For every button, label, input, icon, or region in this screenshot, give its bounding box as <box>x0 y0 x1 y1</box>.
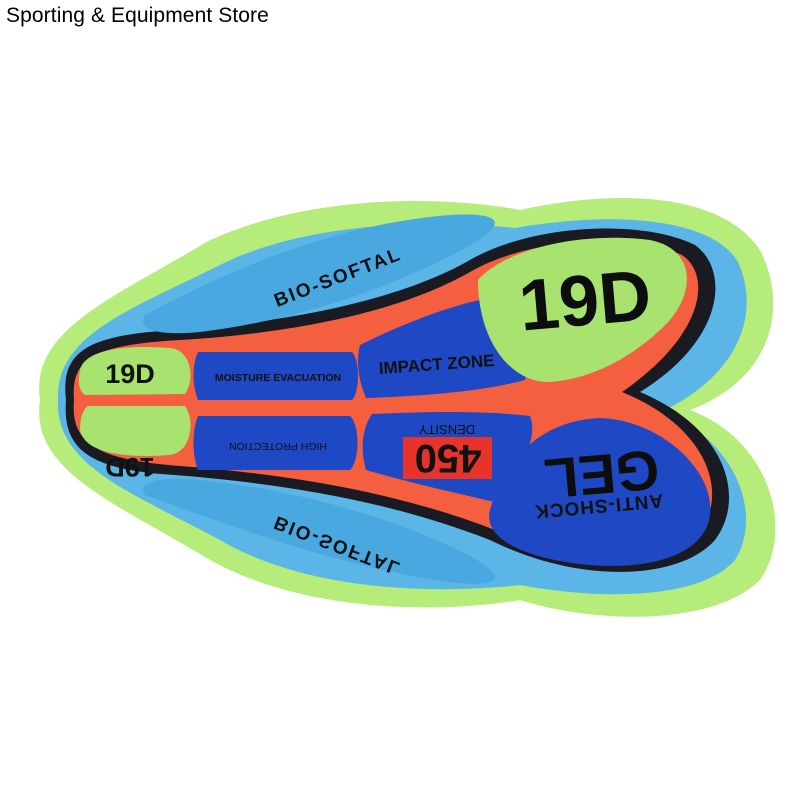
high-protection-label: HIGH PROTECTION <box>229 440 327 452</box>
gel-label: GEL <box>542 438 662 511</box>
moisture-label: MOISTURE EVACUATION <box>215 372 341 384</box>
impact-zone-panel <box>358 298 526 398</box>
gel-pad <box>489 418 711 566</box>
store-name: Sporting & Equipment Store <box>6 4 269 27</box>
bio-softal-bottom-zone <box>142 478 495 584</box>
density-value: 450 <box>415 436 482 480</box>
left-top-19d-label: 19D <box>105 359 155 389</box>
density-label: DENSITY <box>419 422 476 437</box>
density-box <box>403 437 492 479</box>
left-pad-bottom <box>80 406 191 456</box>
bio-softal-top-zone <box>142 214 495 334</box>
left-pad-top <box>78 347 191 395</box>
high-protection-panel <box>193 416 358 470</box>
big-19d-pad <box>478 237 687 382</box>
big-19d-label: 19D <box>516 255 655 346</box>
chamois-pad: BIO-SOFTAL BIO-SOFTAL 19D 19D 19D MOISTU… <box>39 198 776 617</box>
left-bottom-19d-label: 19D <box>105 452 155 482</box>
moisture-panel <box>193 352 358 400</box>
